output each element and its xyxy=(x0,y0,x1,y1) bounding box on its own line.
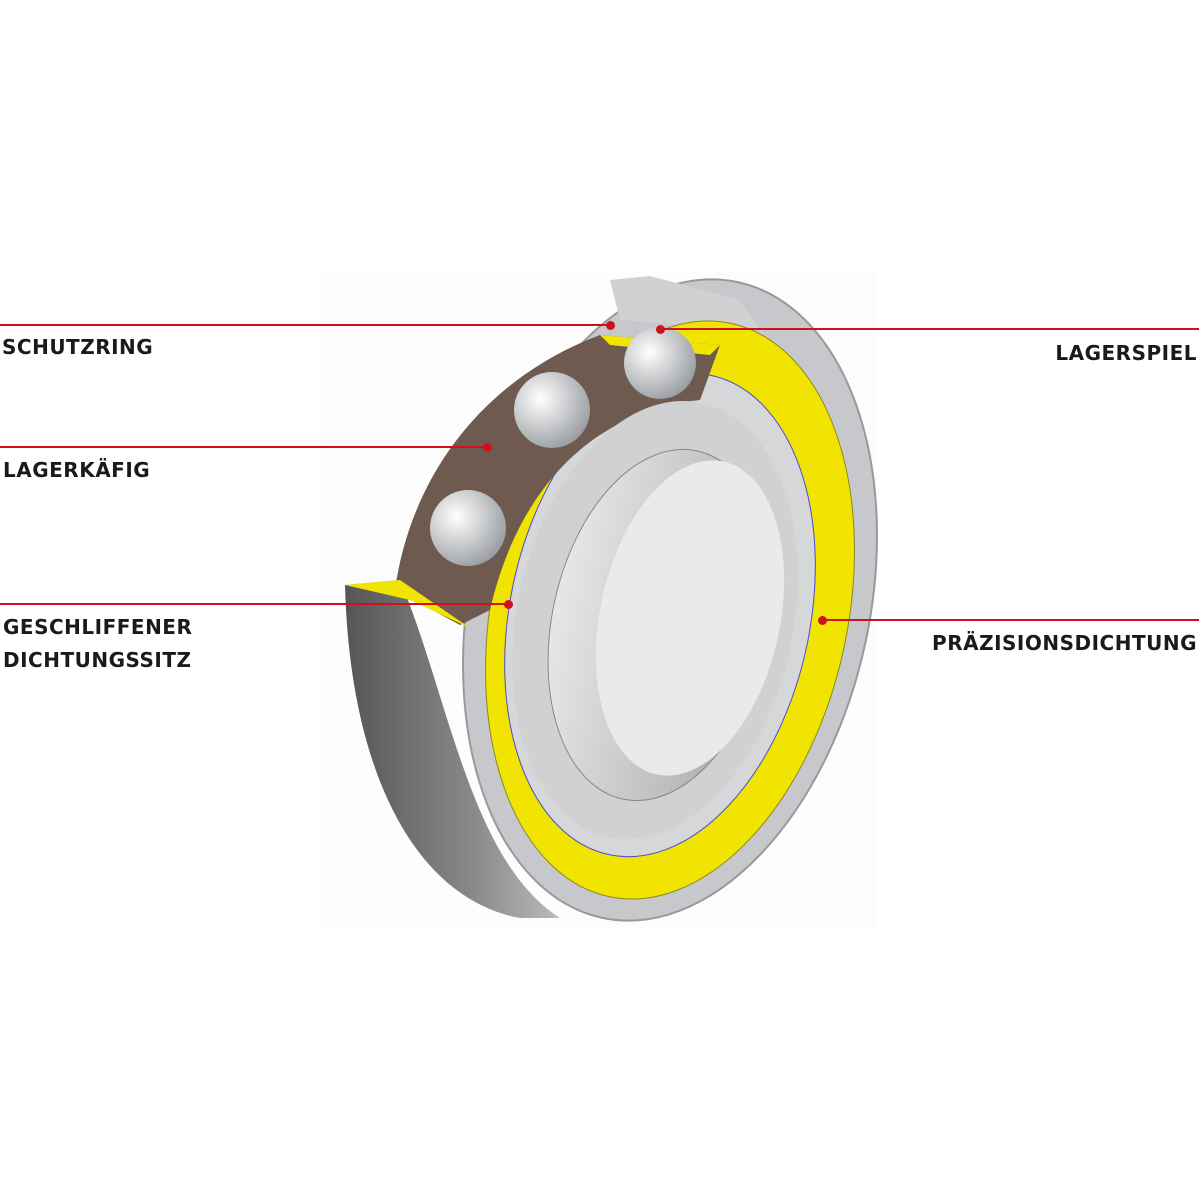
leader-line-dichtungssitz xyxy=(0,603,508,605)
label-schutzring: SCHUTZRING xyxy=(2,335,154,359)
label-geschliffener: GESCHLIFFENER DICHTUNGSSITZ xyxy=(3,611,192,677)
label-lagerspiel: LAGERSPIEL xyxy=(1055,341,1197,365)
leader-line-lagerkaefig xyxy=(0,446,487,448)
leader-line-praezisionsdichtung xyxy=(822,619,1199,621)
label-geschliffener-line1: GESCHLIFFENER xyxy=(3,615,193,639)
inner-ring xyxy=(512,400,798,840)
leader-dot-lagerkaefig xyxy=(483,443,492,452)
leader-line-lagerspiel xyxy=(660,328,1199,330)
label-lagerkaefig: LAGERKÄFIG xyxy=(3,458,151,482)
label-geschliffener-line2: DICHTUNGSSITZ xyxy=(3,648,192,672)
label-praezisionsdichtung: PRÄZISIONSDICHTUNG xyxy=(932,631,1197,655)
leader-dot-schutzring xyxy=(606,321,615,330)
leader-dot-dichtungssitz xyxy=(504,600,513,609)
leader-dot-praezisionsdichtung xyxy=(818,616,827,625)
leader-line-schutzring xyxy=(0,324,610,326)
bearing-balls xyxy=(430,327,696,566)
leader-dot-lagerspiel xyxy=(656,325,665,334)
